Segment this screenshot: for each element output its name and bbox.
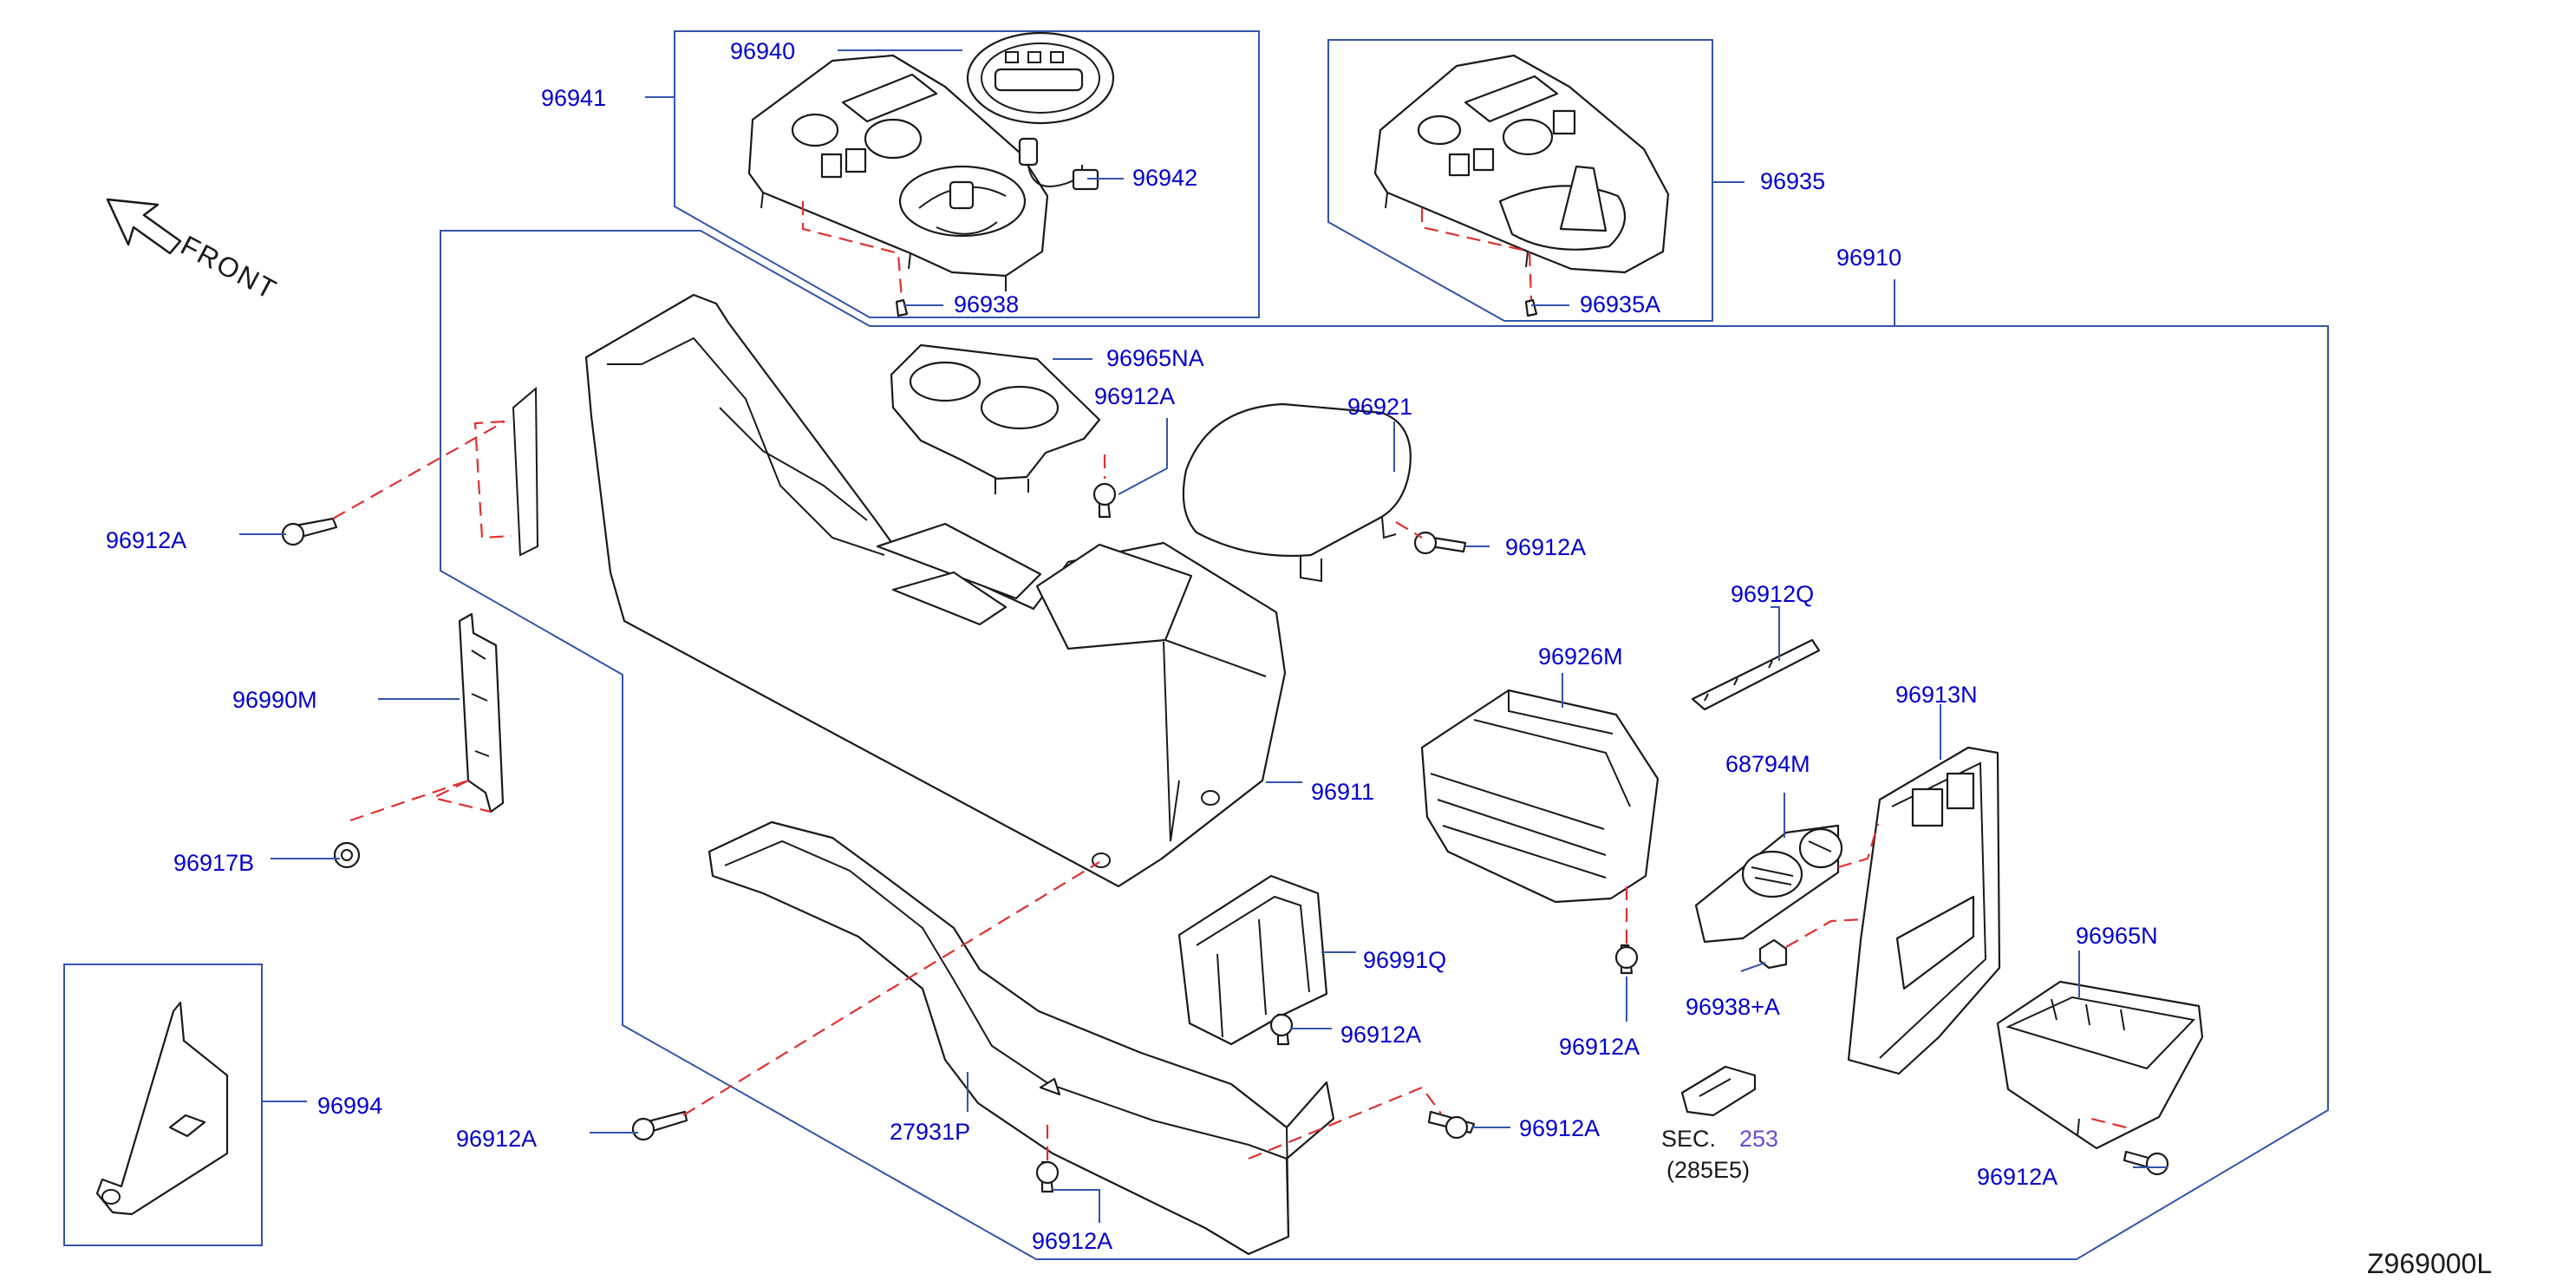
indicator-part bbox=[966, 31, 1115, 125]
armrest-lid-part bbox=[1182, 402, 1412, 583]
callout-96942: 96942 bbox=[1132, 165, 1197, 191]
callout-96912a-cup-holder: 96912A bbox=[1094, 383, 1175, 409]
upper-finisher-frame-b bbox=[1327, 39, 1713, 322]
upper-finisher-mt-part bbox=[1373, 54, 1670, 274]
callout-96910: 96910 bbox=[1836, 245, 1901, 271]
callout-96912a-duct-bottom: 96912A bbox=[1032, 1228, 1112, 1254]
bracket-front-part bbox=[1177, 874, 1328, 1046]
callout-96994: 96994 bbox=[317, 1093, 382, 1119]
callout-96913n: 96913N bbox=[1895, 682, 1978, 708]
front-arrow-icon bbox=[106, 198, 182, 255]
front-label: FRONT bbox=[176, 229, 283, 305]
front-arrow bbox=[106, 198, 182, 255]
ventilator-part bbox=[1694, 824, 1843, 944]
assembly-frames bbox=[63, 30, 2329, 1260]
callout-96938: 96938 bbox=[954, 291, 1019, 317]
callout-96990m: 96990M bbox=[232, 687, 317, 713]
upper-finisher-frame-a bbox=[674, 30, 1260, 318]
storage-box-part bbox=[1420, 689, 1660, 904]
callout-96912a-rear-right: 96912A bbox=[1977, 1164, 2058, 1190]
callout-27931p: 27931P bbox=[890, 1119, 970, 1145]
stay-part bbox=[458, 612, 505, 813]
finisher-strip-part bbox=[1691, 638, 1821, 711]
callout-96935: 96935 bbox=[1760, 168, 1825, 194]
section-reference: SEC. 253 (285E5) bbox=[1661, 1126, 1778, 1183]
installation-lines bbox=[332, 201, 2127, 1160]
callout-96912a-left: 96912A bbox=[106, 527, 186, 553]
callout-96938-plus-a: 96938+A bbox=[1686, 994, 1780, 1020]
callout-96926m: 96926M bbox=[1538, 644, 1623, 670]
cup-holder-front-part bbox=[890, 343, 1101, 494]
parts-drawings bbox=[95, 31, 2204, 1256]
cup-holder-rear-part bbox=[1996, 980, 2204, 1150]
leader-lines bbox=[239, 49, 2168, 1223]
callout-96917b: 96917B bbox=[173, 850, 254, 876]
callout-96912a-duct-left: 96912A bbox=[456, 1126, 537, 1152]
callout-68794m: 68794M bbox=[1725, 751, 1810, 777]
clip-part bbox=[1758, 938, 1788, 970]
upper-finisher-part bbox=[747, 54, 1049, 291]
callout-96965na: 96965NA bbox=[1106, 345, 1204, 371]
bracket-inset-part bbox=[95, 1001, 229, 1216]
section-ref-prefix: SEC. bbox=[1661, 1126, 1716, 1152]
diagram-code: Z969000L bbox=[2367, 1248, 2492, 1279]
callout-96912q: 96912Q bbox=[1731, 581, 1814, 607]
callout-labels: 96940 96941 96942 96938 96935 96935A 969… bbox=[106, 38, 2158, 1254]
bracket-inset-frame bbox=[63, 964, 263, 1246]
callout-96921: 96921 bbox=[1347, 394, 1412, 420]
floor-duct-part bbox=[708, 820, 1335, 1256]
callout-96941: 96941 bbox=[541, 85, 606, 111]
callout-96940: 96940 bbox=[730, 38, 795, 64]
callout-96912a-armrest: 96912A bbox=[1505, 534, 1586, 560]
callout-96912a-box: 96912A bbox=[1559, 1034, 1640, 1060]
callout-96935a: 96935A bbox=[1580, 291, 1660, 317]
console-assembly-frame bbox=[440, 230, 2329, 1260]
callout-96912a-bracket: 96912A bbox=[1340, 1022, 1421, 1048]
callout-96912a-duct-right: 96912A bbox=[1519, 1115, 1600, 1141]
callout-96965n: 96965N bbox=[2076, 923, 2158, 949]
connector-part bbox=[1680, 1065, 1757, 1117]
section-ref-code: (285E5) bbox=[1666, 1157, 1750, 1183]
section-ref-number: 253 bbox=[1739, 1126, 1778, 1152]
console-body-part bbox=[512, 293, 1287, 888]
callout-96991q: 96991Q bbox=[1363, 947, 1446, 973]
rear-finisher-part bbox=[1847, 746, 2001, 1075]
callout-96911: 96911 bbox=[1311, 779, 1374, 805]
